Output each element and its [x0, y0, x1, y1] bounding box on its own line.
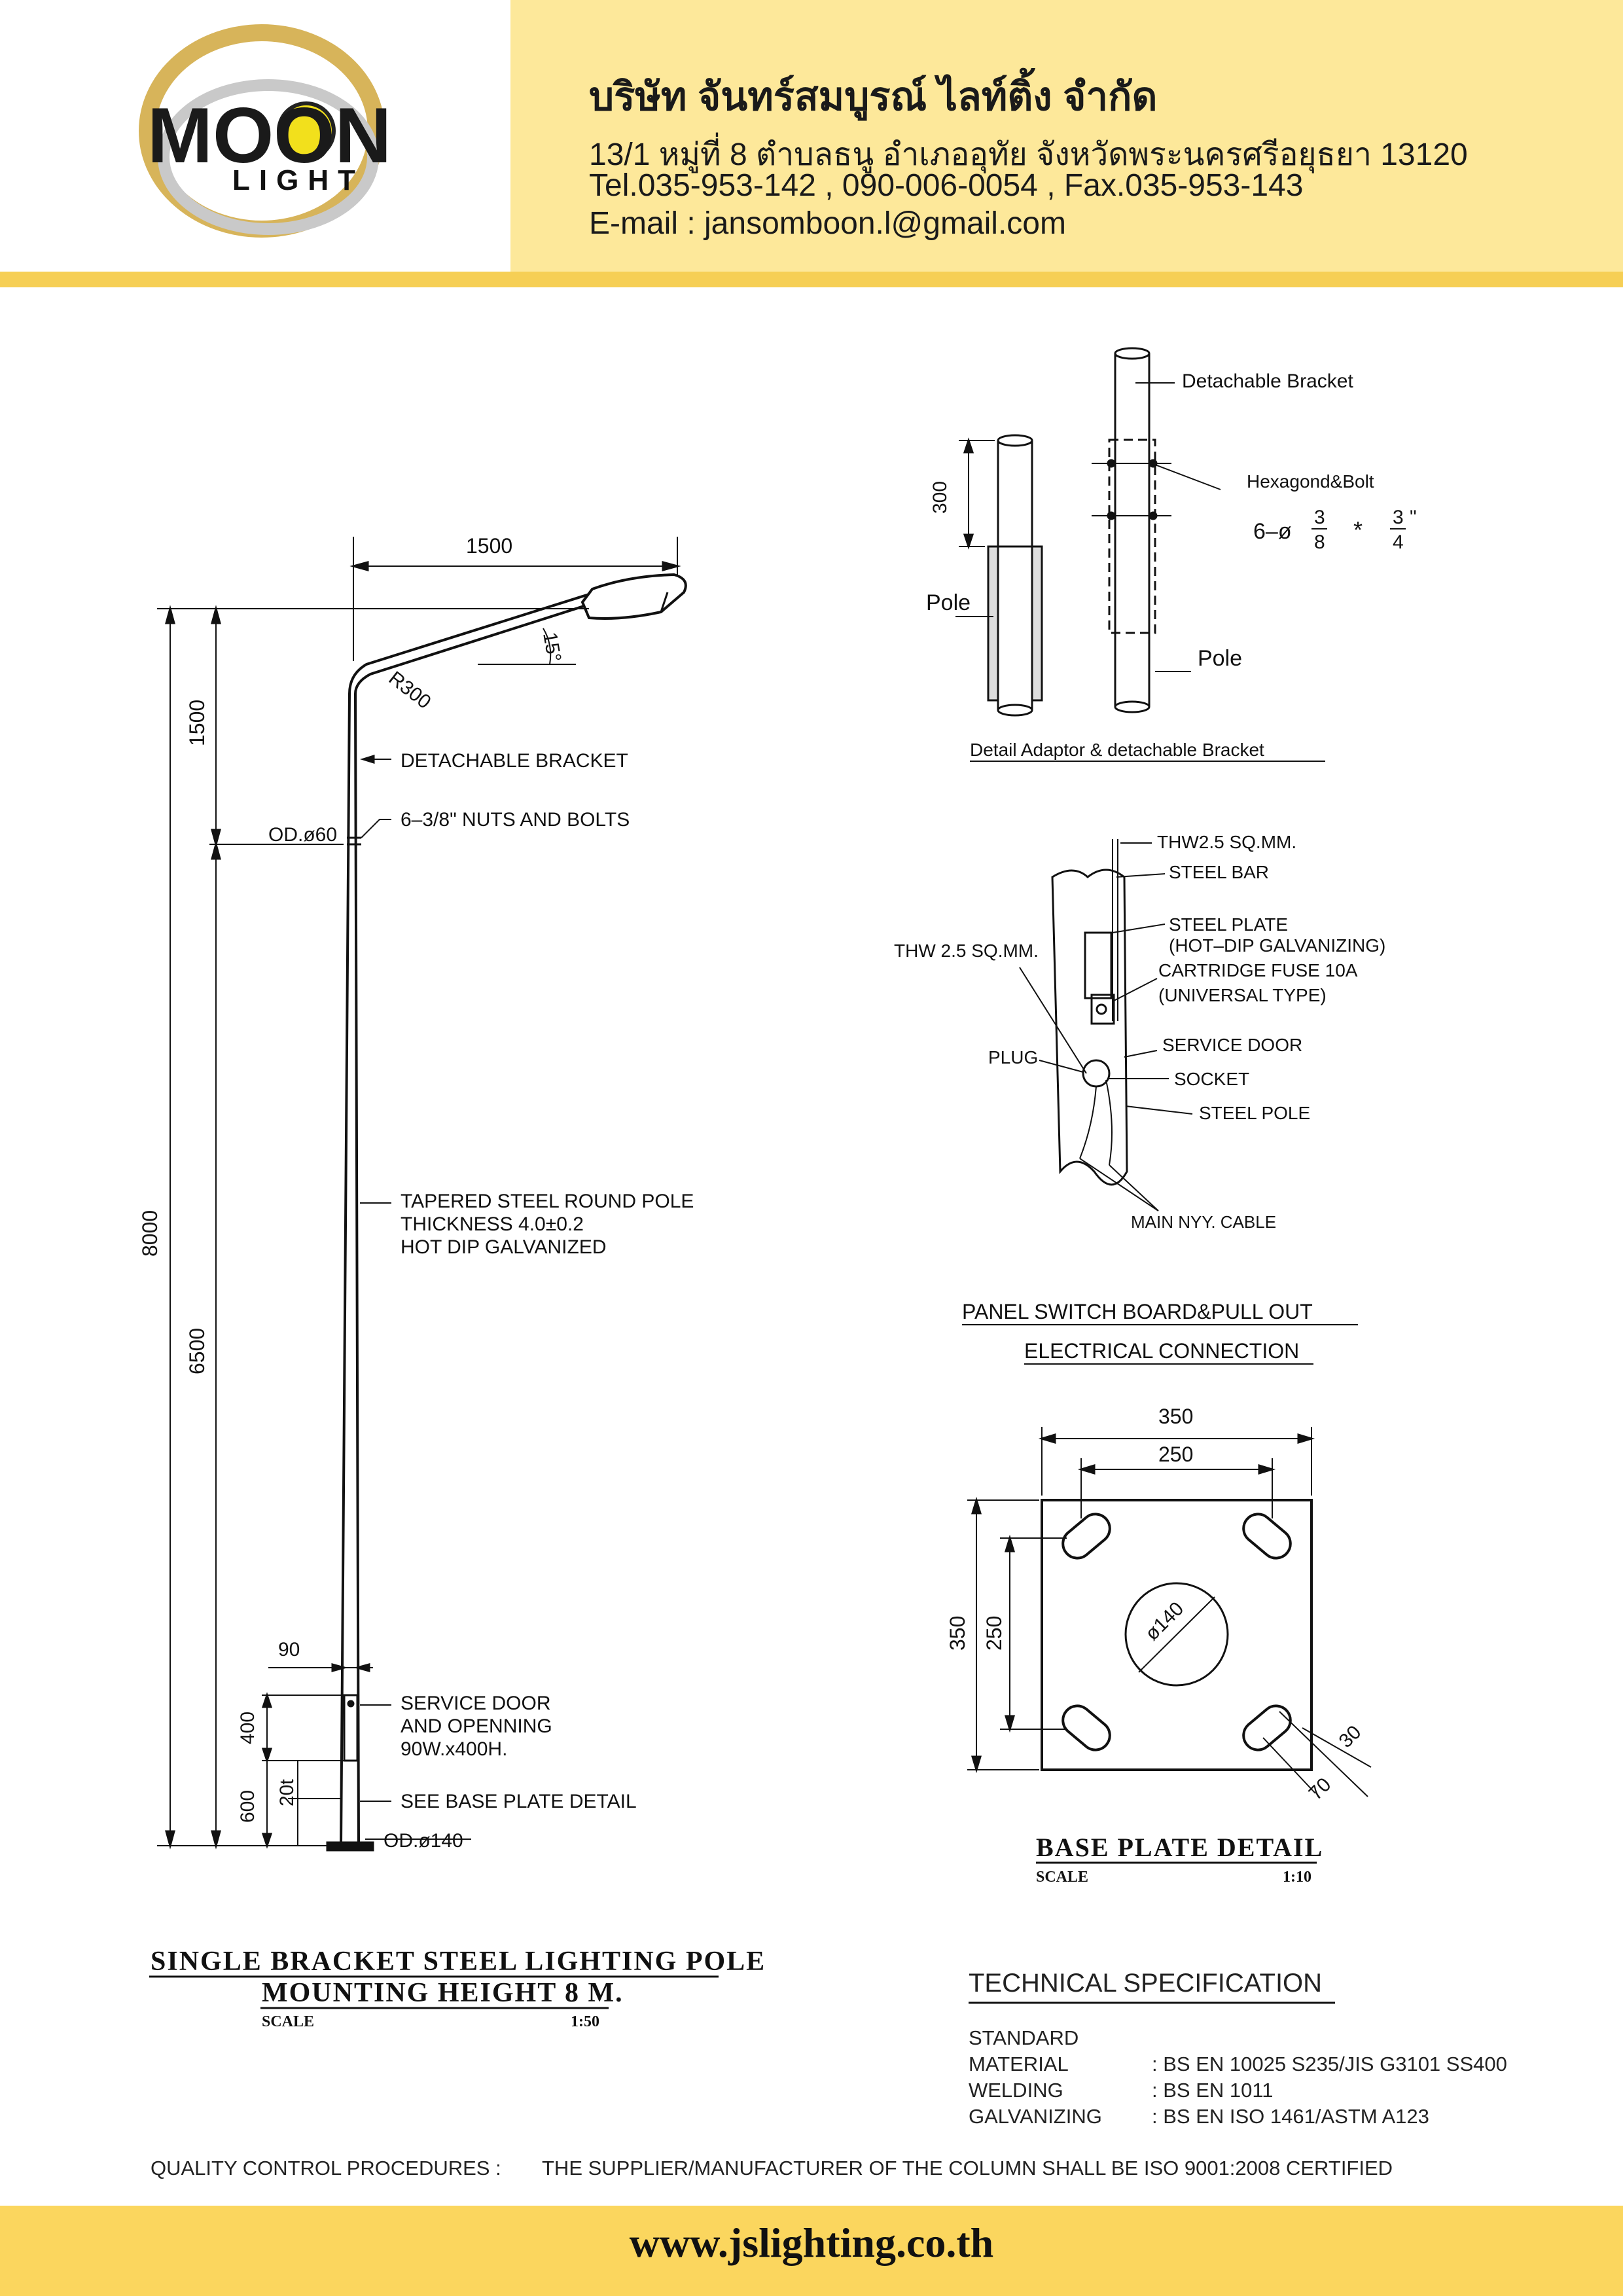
- bolt-frac1-den: 8: [1314, 531, 1325, 553]
- panel-caption-1: PANEL SWITCH BOARD&PULL OUT: [962, 1300, 1313, 1323]
- label-base-plate-ref: SEE BASE PLATE DETAIL: [401, 1791, 637, 1812]
- qc-label: QUALITY CONTROL PROCEDURES :: [151, 2157, 501, 2179]
- label-detachable-bracket: DETACHABLE BRACKET: [401, 750, 628, 772]
- base-plate-scale-label: SCALE: [1036, 1869, 1088, 1886]
- spec-welding-value: : BS EN 1011: [1152, 2079, 1274, 2102]
- bolt-spec-prefix: 6–ø: [1253, 519, 1292, 544]
- spec-material-label: MATERIAL: [969, 2053, 1069, 2075]
- label-plug: PLUG: [988, 1047, 1038, 1067]
- spec-galvanizing-label: GALVANIZING: [969, 2105, 1102, 2128]
- logo-text: MOON: [147, 92, 391, 179]
- label-service-door: SERVICE DOOR: [401, 1693, 551, 1714]
- dim-inner-height: 250: [982, 1616, 1006, 1651]
- dim-door-height: 400: [237, 1712, 259, 1744]
- dim-hole: ø140: [1141, 1598, 1188, 1645]
- dim-outer-width: 350: [1158, 1405, 1193, 1428]
- base-plate-detail: ø140 350 250 350 250 30 70: [946, 1405, 1372, 1886]
- pole-title: SINGLE BRACKET STEEL LIGHTING POLE: [151, 1946, 766, 1977]
- company-email: E-mail : jansomboon.l@gmail.com: [589, 206, 1066, 241]
- label-fuse: CARTRIDGE FUSE 10A: [1158, 960, 1358, 980]
- dim-arm-height: 1500: [185, 700, 209, 746]
- bolt-frac2-num: 3: [1393, 507, 1404, 528]
- spec-standard: STANDARD: [969, 2026, 1079, 2049]
- label-socket: SOCKET: [1174, 1069, 1249, 1089]
- od-top: OD.ø60: [268, 824, 337, 846]
- label-steel-bar: STEEL BAR: [1169, 862, 1269, 882]
- dim-overlap: 300: [929, 481, 951, 514]
- spec-welding-label: WELDING: [969, 2079, 1063, 2102]
- website-link[interactable]: www.jslighting.co.th: [629, 2219, 994, 2266]
- label-fuse-type: (UNIVERSAL TYPE): [1158, 985, 1327, 1005]
- dim-door-width: 90: [278, 1639, 300, 1660]
- adaptor-detail: 300 Pole Detachable Bracket Hexagond&Bol…: [926, 347, 1417, 762]
- od-bottom: OD.ø140: [383, 1830, 463, 1852]
- label-main-cable: MAIN NYY. CABLE: [1131, 1212, 1276, 1232]
- spec-material-value: : BS EN 10025 S235/JIS G3101 SS400: [1152, 2053, 1507, 2075]
- label-pole-right: Pole: [1198, 646, 1242, 671]
- label-panel-service-door: SERVICE DOOR: [1162, 1035, 1302, 1055]
- label-nuts-bolts: 6–3/8" NUTS AND BOLTS: [401, 809, 630, 831]
- bolt-frac2-den: 4: [1393, 531, 1404, 553]
- adaptor-caption: Detail Adaptor & detachable Bracket: [970, 740, 1264, 760]
- company-address: 13/1 หมู่ที่ 8 ตำบลธนู อำเภออุทัย จังหวั…: [589, 137, 1468, 172]
- logo-panel: MOON LIGHT: [0, 0, 510, 272]
- dim-inner-width: 250: [1158, 1443, 1193, 1466]
- label-pole-finish: HOT DIP GALVANIZED: [401, 1236, 607, 1258]
- dim-total-height: 8000: [138, 1210, 162, 1257]
- pole-subtitle: MOUNTING HEIGHT 8 M.: [262, 1978, 624, 2008]
- company-phone: Tel.035-953-142 , 090-006-0054 , Fax.035…: [589, 168, 1304, 203]
- bolt-frac1-num: 3: [1314, 507, 1325, 528]
- qc-text: THE SUPPLIER/MANUFACTURER OF THE COLUMN …: [542, 2157, 1393, 2179]
- bracket-angle: 15°: [539, 630, 565, 663]
- label-door-size: 90W.x400H.: [401, 1738, 507, 1760]
- label-pole-thickness: THICKNESS 4.0±0.2: [401, 1213, 584, 1235]
- pole-scale-value: 1:50: [571, 2013, 599, 2030]
- company-name: บริษัท จันทร์สมบูรณ์ ไลท์ติ้ง จำกัด: [589, 75, 1158, 118]
- panel-caption-2: ELECTRICAL CONNECTION: [1024, 1339, 1299, 1363]
- label-pole-left: Pole: [926, 590, 971, 615]
- pole-elevation: 1500 8000 1500 6500 400 600 20t 90 15° R…: [138, 534, 766, 2030]
- dim-arm-length: 1500: [466, 534, 512, 558]
- dim-slot-width: 30: [1335, 1721, 1366, 1752]
- dim-slot-length: 70: [1305, 1774, 1336, 1804]
- base-plate-title: BASE PLATE DETAIL: [1036, 1833, 1323, 1862]
- label-hexagon-bolt: Hexagond&Bolt: [1247, 471, 1374, 492]
- header-strip: [0, 272, 1623, 287]
- label-door-opening: AND OPENNING: [401, 1715, 552, 1737]
- bolt-inch-mark: ": [1410, 507, 1417, 528]
- dim-shaft-height: 6500: [185, 1328, 209, 1374]
- label-steel-plate: STEEL PLATE: [1169, 914, 1288, 935]
- base-plate-scale-value: 1:10: [1283, 1869, 1311, 1886]
- spec-title: TECHNICAL SPECIFICATION: [969, 1969, 1323, 1998]
- company-logo: MOON LIGHT: [139, 24, 391, 238]
- bend-radius: R300: [385, 668, 435, 713]
- label-thw-top: THW2.5 SQ.MM.: [1157, 832, 1296, 852]
- logo-subtext: LIGHT: [232, 164, 365, 196]
- dim-outer-height: 350: [946, 1616, 969, 1651]
- pole-scale-label: SCALE: [262, 2013, 314, 2030]
- label-steel-plate-note: (HOT–DIP GALVANIZING): [1169, 935, 1385, 956]
- label-detachable-bracket-detail: Detachable Bracket: [1182, 370, 1353, 392]
- bolt-times: *: [1353, 516, 1363, 543]
- spec-galvanizing-value: : BS EN ISO 1461/ASTM A123: [1152, 2105, 1429, 2128]
- label-thw-left: THW 2.5 SQ.MM.: [894, 941, 1039, 961]
- dim-plate-thickness: 20t: [276, 1779, 298, 1806]
- dim-door-base: 600: [237, 1790, 259, 1823]
- panel-detail: THW2.5 SQ.MM. STEEL BAR STEEL PLATE (HOT…: [894, 832, 1385, 1365]
- label-steel-pole: STEEL POLE: [1199, 1103, 1310, 1123]
- label-pole-type: TAPERED STEEL ROUND POLE: [401, 1191, 694, 1212]
- footer-band: [0, 2206, 1623, 2296]
